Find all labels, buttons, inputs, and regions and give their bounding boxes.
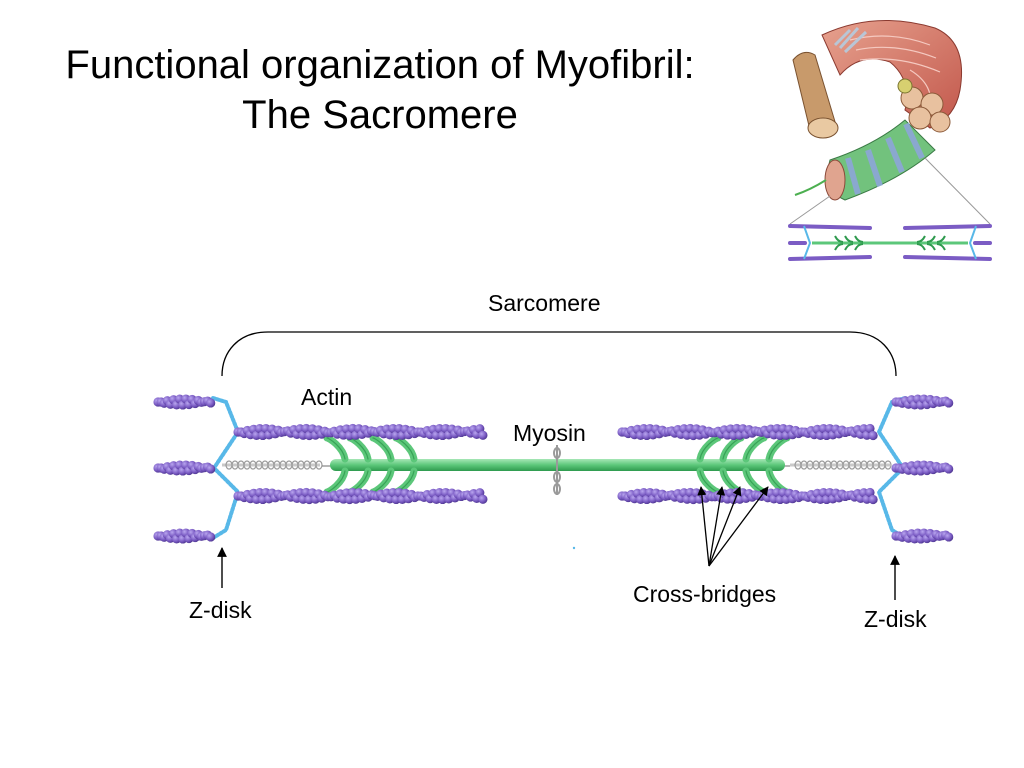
actin-right-upper — [617, 423, 878, 441]
myosin-label: Myosin — [513, 420, 586, 446]
cross-bridge-arrows — [697, 486, 769, 567]
fiber-strands — [833, 26, 868, 54]
fiber-cross-section — [897, 78, 951, 133]
cross-bridge-arrow-4 — [708, 486, 769, 567]
actin-stub-left-middle — [153, 460, 216, 476]
myosin-head-5 — [369, 434, 395, 463]
actin-stub-right-bottom — [891, 528, 954, 544]
muscle-hierarchy-illustration — [788, 20, 992, 261]
cross-bridge-arrow-2 — [708, 486, 726, 567]
actin-filaments — [153, 394, 954, 544]
myosin-head-9 — [696, 434, 722, 463]
titin-left — [222, 460, 323, 470]
actin-label: Actin — [301, 384, 353, 410]
cross-bridge-arrow-3 — [708, 486, 742, 567]
myofibril-thread — [794, 179, 827, 196]
z-disk-left-label: Z-disk — [189, 597, 252, 623]
actin-stub-right-top — [891, 394, 954, 410]
titin-right — [790, 460, 892, 470]
actin-right-lower — [617, 487, 878, 505]
z-disk-right-label: Z-disk — [864, 606, 927, 632]
tendon-end — [807, 117, 839, 139]
myofibril-end — [824, 159, 846, 201]
cross-bridges-label: Cross-bridges — [633, 581, 777, 607]
actin-stub-left-bottom — [153, 528, 216, 544]
myosin-head-11 — [719, 434, 745, 463]
title-line-1: Functional organization of Myofibril: — [65, 43, 695, 87]
myosin-head-3 — [346, 434, 372, 463]
actin-left-upper — [233, 423, 488, 441]
myofibril-bands — [845, 122, 925, 195]
actin-stub-right-middle — [891, 460, 954, 476]
myosin-head-13 — [742, 434, 768, 463]
page-title: Functional organization of Myofibril: Th… — [10, 40, 750, 140]
m-line — [553, 445, 561, 495]
myosin-head-14 — [742, 467, 768, 496]
zoom-line-right — [924, 157, 991, 225]
actin-stub-left-top — [153, 394, 216, 410]
speck — [572, 546, 576, 550]
mini-sarcomere — [788, 224, 992, 261]
sarcomere-brace — [221, 331, 897, 377]
z-disk-left — [211, 396, 241, 540]
sarcomere-label: Sarcomere — [488, 290, 601, 316]
myosin-head-15 — [765, 434, 791, 463]
zoom-line-left — [789, 195, 831, 225]
cross-bridge-arrow-1 — [697, 486, 710, 567]
myosin-head-1 — [323, 434, 349, 463]
myosin-head-7 — [392, 434, 418, 463]
title-line-2: The Sacromere — [242, 93, 518, 137]
myosin-head-10 — [696, 467, 722, 496]
myosin-head-2 — [323, 467, 349, 496]
actin-left-lower — [233, 487, 488, 505]
